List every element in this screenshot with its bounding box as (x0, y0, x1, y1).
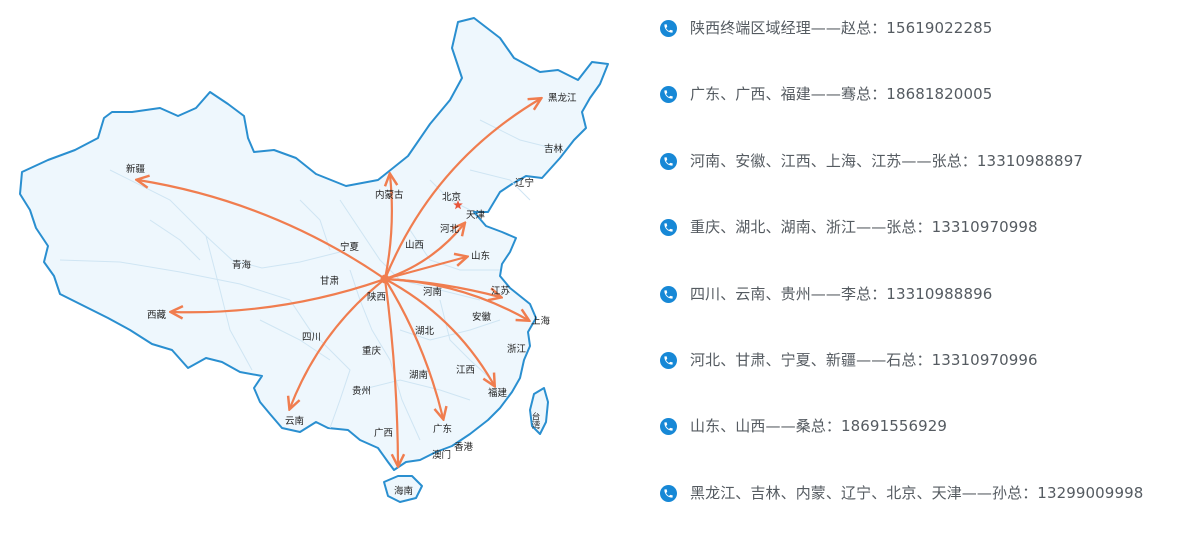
label-henan: 河南 (423, 286, 442, 298)
contact-text: 河北、甘肃、宁夏、新疆——石总：13310970996 (690, 350, 1038, 369)
label-yunnan: 云南 (285, 415, 304, 427)
phone-icon (660, 285, 677, 303)
contact-text: 山东、山西——桑总：18691556929 (690, 417, 948, 436)
contact-text: 重庆、湖北、湖南、浙江——张总：13310970998 (690, 218, 1038, 237)
contact-row: 黑龙江、吉林、内蒙、辽宁、北京、天津——孙总：13299009998 (660, 477, 1190, 543)
label-aomen: 澳门 (432, 449, 451, 461)
contact-row: 陕西终端区域经理——赵总：15619022285 (660, 12, 1190, 78)
route-arrow-shandong (383, 257, 466, 281)
phone-icon (660, 20, 677, 37)
label-xinjiang: 新疆 (126, 163, 146, 175)
origin-dot (380, 274, 390, 284)
label-shanxi: 山西 (405, 240, 424, 251)
phone-icon (660, 418, 677, 436)
label-guangxi: 广西 (374, 427, 393, 439)
label-heilongjiang: 黑龙江 (548, 92, 577, 104)
label-neimenggu: 内蒙古 (375, 189, 404, 201)
label-sichuan: 四川 (302, 332, 321, 343)
province-labels: 新疆 西藏 青海 甘肃 宁夏 内蒙古 黑龙江 吉林 辽宁 北京 天津 河北 山西… (126, 92, 577, 497)
route-arrow-neimenggu (385, 175, 392, 281)
phone-icon (660, 86, 677, 104)
label-hebei: 河北 (440, 223, 460, 235)
label-guizhou: 贵州 (352, 385, 371, 397)
label-hubei: 湖北 (415, 326, 435, 337)
route-arrow-xinjiang (138, 180, 387, 281)
contact-text: 广东、广西、福建——骞总：18681820005 (690, 85, 993, 104)
label-taiwan: 台湾 (530, 411, 540, 430)
label-xizang: 西藏 (147, 309, 167, 321)
label-anhui: 安徽 (472, 311, 492, 323)
route-arrow-guangdong (383, 277, 443, 418)
label-qinghai: 青海 (232, 259, 252, 271)
label-beijing: 北京 (442, 191, 461, 203)
contact-text: 四川、云南、贵州——李总：13310988896 (690, 284, 993, 303)
label-chongqing: 重庆 (362, 345, 382, 357)
contact-row: 四川、云南、贵州——李总：13310988896 (660, 278, 1190, 344)
china-distribution-map: 新疆 西藏 青海 甘肃 宁夏 内蒙古 黑龙江 吉林 辽宁 北京 天津 河北 山西… (19, 17, 609, 503)
contact-row: 山东、山西——桑总：18691556929 (660, 410, 1190, 476)
route-arrow-fujian (383, 277, 494, 385)
label-jilin: 吉林 (544, 143, 564, 155)
phone-icon (660, 484, 677, 502)
phone-icon (660, 351, 677, 369)
taiwan-outline (529, 387, 549, 435)
label-jiangxi: 江西 (456, 365, 475, 376)
contact-row: 广东、广西、福建——骞总：18681820005 (660, 78, 1190, 144)
capital-star-icon (453, 200, 463, 210)
contact-row: 河北、甘肃、宁夏、新疆——石总：13310970996 (660, 344, 1190, 410)
route-arrow-guangxi (383, 277, 398, 465)
contact-row: 河南、安徽、江西、上海、江苏——张总：13310988897 (660, 145, 1190, 211)
contact-text: 黑龙江、吉林、内蒙、辽宁、北京、天津——孙总：13299009998 (690, 483, 1144, 502)
route-arrow-xizang (172, 277, 387, 312)
label-fujian: 福建 (488, 387, 508, 399)
label-shaanxi: 陕西 (367, 291, 386, 303)
route-arrow-heilongjiang (383, 99, 540, 281)
label-gansu: 甘肃 (320, 275, 339, 287)
label-xianggang: 香港 (454, 441, 474, 453)
map-svg: 新疆 西藏 青海 甘肃 宁夏 内蒙古 黑龙江 吉林 辽宁 北京 天津 河北 山西… (19, 17, 609, 503)
label-tianjin: 天津 (466, 210, 486, 221)
label-liaoning: 辽宁 (515, 177, 534, 189)
contact-text: 陕西终端区域经理——赵总：15619022285 (690, 19, 993, 37)
label-hunan: 湖南 (409, 369, 428, 381)
contact-row: 重庆、湖北、湖南、浙江——张总：13310970998 (660, 211, 1190, 277)
route-arrow-shanghai (383, 277, 528, 320)
label-guangdong: 广东 (433, 423, 452, 435)
label-ningxia: 宁夏 (340, 241, 360, 253)
route-arrow-yunnan (290, 277, 387, 408)
hainan-outline (383, 475, 423, 503)
contact-list: 陕西终端区域经理——赵总：15619022285 广东、广西、福建——骞总：18… (660, 12, 1190, 543)
label-zhejiang: 浙江 (507, 343, 527, 355)
phone-icon (660, 219, 677, 237)
label-shandong: 山东 (471, 250, 490, 262)
phone-icon (660, 152, 677, 170)
label-hainan: 海南 (394, 485, 413, 497)
route-arrows (138, 99, 540, 465)
label-shanghai: 上海 (531, 315, 551, 327)
mainland-outline (19, 17, 609, 471)
label-jiangsu: 江苏 (491, 285, 511, 297)
contact-text: 河南、安徽、江西、上海、江苏——张总：13310988897 (690, 151, 1083, 170)
